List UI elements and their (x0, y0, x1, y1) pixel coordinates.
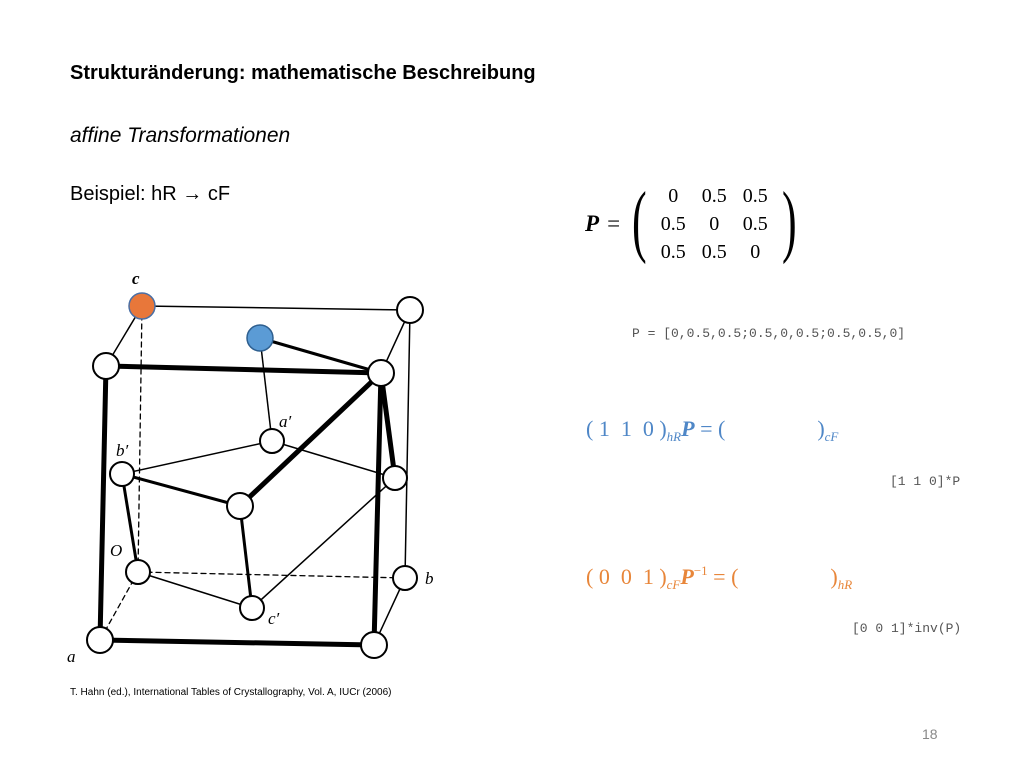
equation1-code: [1 1 0]*P (890, 474, 961, 489)
highlight-atom-blue (246, 324, 274, 352)
vector-component: 1 (598, 416, 610, 441)
atom (226, 492, 254, 520)
subscript: hR (666, 429, 682, 444)
matrix-cell: 0.5 (660, 241, 686, 263)
page-number: 18 (922, 726, 938, 742)
operand: P (681, 416, 695, 441)
atom (109, 461, 135, 487)
vector-component: 1 (620, 416, 632, 441)
thin-edges (105, 305, 411, 646)
atom (396, 296, 424, 324)
atoms (86, 296, 424, 659)
subscript: hR (837, 577, 853, 592)
example-heading: Beispiel: hR → cF (70, 183, 231, 205)
operand: P (680, 564, 694, 589)
matrix-row: 0.5 0.5 0 (653, 238, 776, 266)
atom (239, 595, 265, 621)
vector-component: 1 (642, 564, 654, 589)
matrix-cell: 0.5 (660, 213, 686, 235)
label-origin: O (110, 541, 122, 560)
matrix-row: 0.5 0 0.5 (653, 210, 776, 238)
label-a-prime: a′ (279, 412, 292, 431)
matrix-code: P = [0,0.5,0.5;0.5,0,0.5;0.5,0.5,0] (632, 326, 906, 341)
label-b-prime: b′ (116, 441, 129, 460)
atom (382, 465, 408, 491)
right-paren: ) (781, 177, 797, 265)
matrix-cell: 0.5 (742, 185, 768, 207)
vector-component: 0 (620, 564, 632, 589)
matrix-cell: 0 (709, 213, 720, 235)
equals-sign: = (607, 211, 621, 236)
atom (367, 359, 395, 387)
atom (360, 631, 388, 659)
label-a: a (67, 647, 76, 666)
atom (86, 626, 114, 654)
thick-edges (97, 363, 398, 648)
matrix-cell: 0 (668, 185, 679, 207)
matrix-cell: 0.5 (742, 213, 768, 235)
subscript: cF (824, 429, 839, 444)
equals-sign: = (700, 416, 713, 441)
label-c: c (132, 269, 140, 288)
matrix-table: 0 0.5 0.5 0.5 0 0.5 0.5 0.5 0 (653, 182, 776, 266)
matrix-label: P (585, 211, 600, 236)
subscript: cF (666, 577, 681, 592)
atom (92, 352, 120, 380)
highlight-atom-orange (128, 292, 156, 320)
matrix-row: 0 0.5 0.5 (653, 182, 776, 210)
slide-title: Strukturänderung: mathematische Beschrei… (70, 62, 536, 84)
atom (259, 428, 285, 454)
hidden-edges (99, 305, 406, 641)
matrix-cell: 0.5 (701, 185, 727, 207)
matrix-cell: 0.5 (701, 241, 727, 263)
matrix-p-definition: P = ( 0 0.5 0.5 0.5 0 0.5 0.5 0.5 0 ) (585, 180, 802, 268)
atom (392, 565, 418, 591)
atom-origin (125, 559, 151, 585)
equals-sign: = (713, 564, 726, 589)
matrix-cell: 0 (750, 241, 761, 263)
vector-component: 0 (598, 564, 610, 589)
citation: T. Hahn (ed.), International Tables of C… (70, 687, 392, 698)
label-b: b (425, 569, 434, 588)
superscript: −1 (693, 563, 708, 578)
equation2-code: [0 0 1]*inv(P) (852, 621, 962, 636)
inner-edges (120, 336, 383, 610)
left-paren: ( (632, 177, 647, 265)
slide-subtitle: affine Transformationen (70, 124, 291, 147)
vector-component: 0 (642, 416, 654, 441)
label-c-prime: c′ (268, 609, 280, 628)
